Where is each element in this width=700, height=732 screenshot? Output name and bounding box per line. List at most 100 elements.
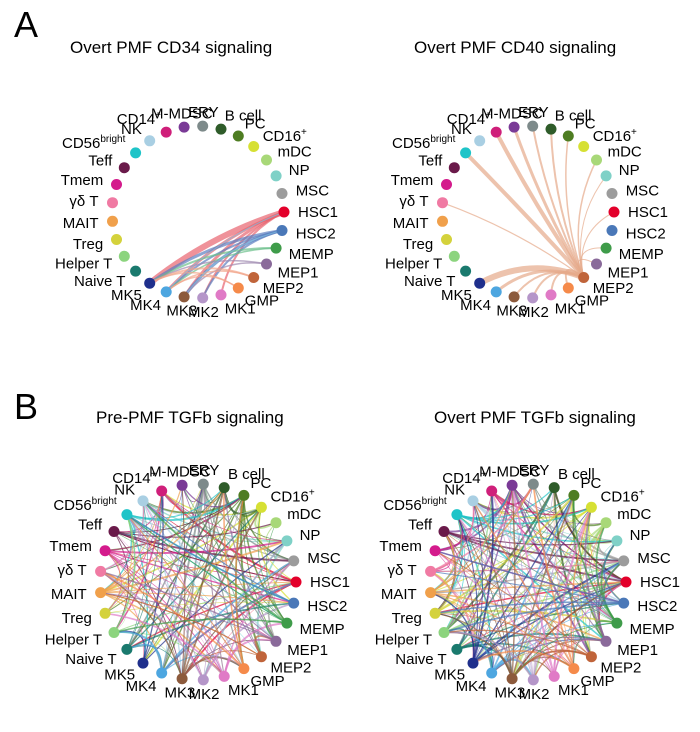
- node-label-MMDSC: M-MDSC: [481, 105, 543, 122]
- edge-gdT-NK: [100, 500, 145, 572]
- edge-MK5-HSC1: [472, 581, 627, 664]
- edge-NaiveT-CD16: [126, 506, 263, 651]
- node-label-MK5: MK5: [434, 667, 465, 684]
- node-MK2: [527, 674, 539, 686]
- node-label-NaiveT: Naive T: [65, 651, 116, 668]
- node-HSC2: [288, 597, 300, 609]
- node-gdT: [95, 565, 107, 577]
- edge-MEP2-CD56: [463, 150, 586, 280]
- node-label-MK2: MK2: [188, 304, 219, 321]
- edge-MK5-NP: [142, 540, 288, 664]
- node-NaiveT: [460, 265, 472, 277]
- node-PC: [562, 130, 574, 142]
- edge-GMP-gdT: [99, 570, 245, 670]
- edge-MK5-PC: [472, 494, 575, 664]
- node-MK2: [197, 674, 209, 686]
- node-label-NP: NP: [289, 162, 310, 179]
- node-MK2: [527, 292, 539, 304]
- node-label-PC: PC: [581, 475, 602, 492]
- node-label-MSC: MSC: [307, 550, 341, 567]
- edge-MEP2-MMDSC: [512, 125, 586, 279]
- edge-ERY-MEP1: [202, 483, 277, 642]
- node-MK1: [548, 670, 560, 682]
- node-MMDSC: [508, 121, 520, 133]
- node-Bcell: [215, 123, 227, 135]
- node-label-MK3: MK3: [166, 303, 197, 320]
- edge-PC-MEMP: [243, 494, 288, 624]
- edge-Treg-Teff: [434, 531, 456, 614]
- edge-MK3-gdT: [99, 570, 183, 680]
- edge-HSC2-gdT: [430, 570, 625, 604]
- edge-HSC2-NP: [603, 540, 625, 604]
- edge-MK3-HSC2: [183, 230, 283, 298]
- node-Teff: [448, 162, 460, 174]
- edge-HSC2-NK: [142, 500, 295, 604]
- node-CD56: [451, 509, 463, 521]
- edge-HelperT-CD56: [113, 513, 136, 634]
- node-label-MK1: MK1: [225, 300, 256, 317]
- node-mDC: [261, 154, 272, 166]
- node-label-MAIT: MAIT: [393, 215, 429, 232]
- node-label-NK: NK: [444, 481, 465, 498]
- node-CD14: [486, 485, 498, 497]
- node-Tmem: [111, 179, 122, 190]
- edge-MK5-ERY: [142, 483, 204, 664]
- node-MEP1: [270, 635, 282, 647]
- title-b-right: Overt PMF TGFb signaling: [434, 408, 636, 427]
- node-label-NP: NP: [300, 527, 321, 544]
- node-MEP1: [261, 258, 272, 270]
- node-Bcell: [545, 123, 557, 135]
- node-MK5: [467, 657, 479, 669]
- node-MMDSC: [176, 479, 188, 491]
- edge-MK1-CD16: [553, 506, 593, 678]
- edge-MEP2-Tmem: [434, 550, 592, 658]
- edge-MK1-CD56: [126, 514, 225, 677]
- edge-HSC2-CD56: [126, 513, 295, 604]
- node-MEMP: [281, 617, 293, 629]
- node-label-HSC1: HSC1: [628, 204, 668, 221]
- node-label-MEMP: MEMP: [619, 246, 664, 263]
- node-label-Treg: Treg: [403, 236, 433, 253]
- node-label-CD56: CD56bright: [53, 496, 117, 514]
- node-label-HSC1: HSC1: [298, 204, 338, 221]
- node-ERY: [197, 478, 209, 490]
- edge-MEMP-mDC: [595, 521, 618, 624]
- edge-MEMP-mDC: [266, 522, 288, 624]
- edge-MEMP-ERY: [203, 483, 288, 624]
- node-label-MK2: MK2: [518, 304, 549, 321]
- node-GMP: [568, 663, 580, 675]
- node-MMDSC: [178, 121, 190, 133]
- node-label-Treg: Treg: [73, 236, 103, 253]
- node-MAIT: [107, 215, 118, 227]
- edge-CD56-MSC: [456, 514, 624, 562]
- edge-MEP1-GMP: [572, 638, 607, 670]
- node-NaiveT: [121, 643, 133, 655]
- node-MK3: [176, 673, 188, 685]
- edge-CD56-Bcell: [126, 487, 225, 520]
- node-MK1: [218, 670, 230, 682]
- node-label-Teff: Teff: [78, 516, 103, 533]
- edge-MEP1-MMDSC: [511, 484, 607, 642]
- node-label-MSC: MSC: [626, 183, 660, 200]
- node-MEP2: [578, 272, 590, 283]
- node-label-MK4: MK4: [456, 678, 487, 695]
- edge-MEP1-MK4: [491, 638, 607, 674]
- edge-MK3-Teff: [443, 531, 513, 680]
- edge-Treg-gdT: [429, 570, 451, 614]
- node-label-MK1: MK1: [228, 682, 259, 699]
- node-label-mDC: mDC: [608, 144, 642, 161]
- node-CD14: [490, 126, 502, 138]
- node-ERY: [197, 120, 209, 132]
- edge-MK1-CD56: [456, 514, 555, 677]
- node-Tmem: [441, 179, 452, 190]
- node-label-HelperT: Helper T: [55, 256, 112, 273]
- edge-MK4-MSC: [491, 560, 625, 674]
- node-label-MEMP: MEMP: [300, 621, 345, 638]
- node-MEP1: [600, 635, 612, 647]
- edge-layer: [429, 483, 627, 681]
- edge-GMP-CD14: [491, 490, 575, 669]
- node-label-MSC: MSC: [296, 183, 330, 200]
- edge-Tmem-MEP1: [104, 550, 277, 642]
